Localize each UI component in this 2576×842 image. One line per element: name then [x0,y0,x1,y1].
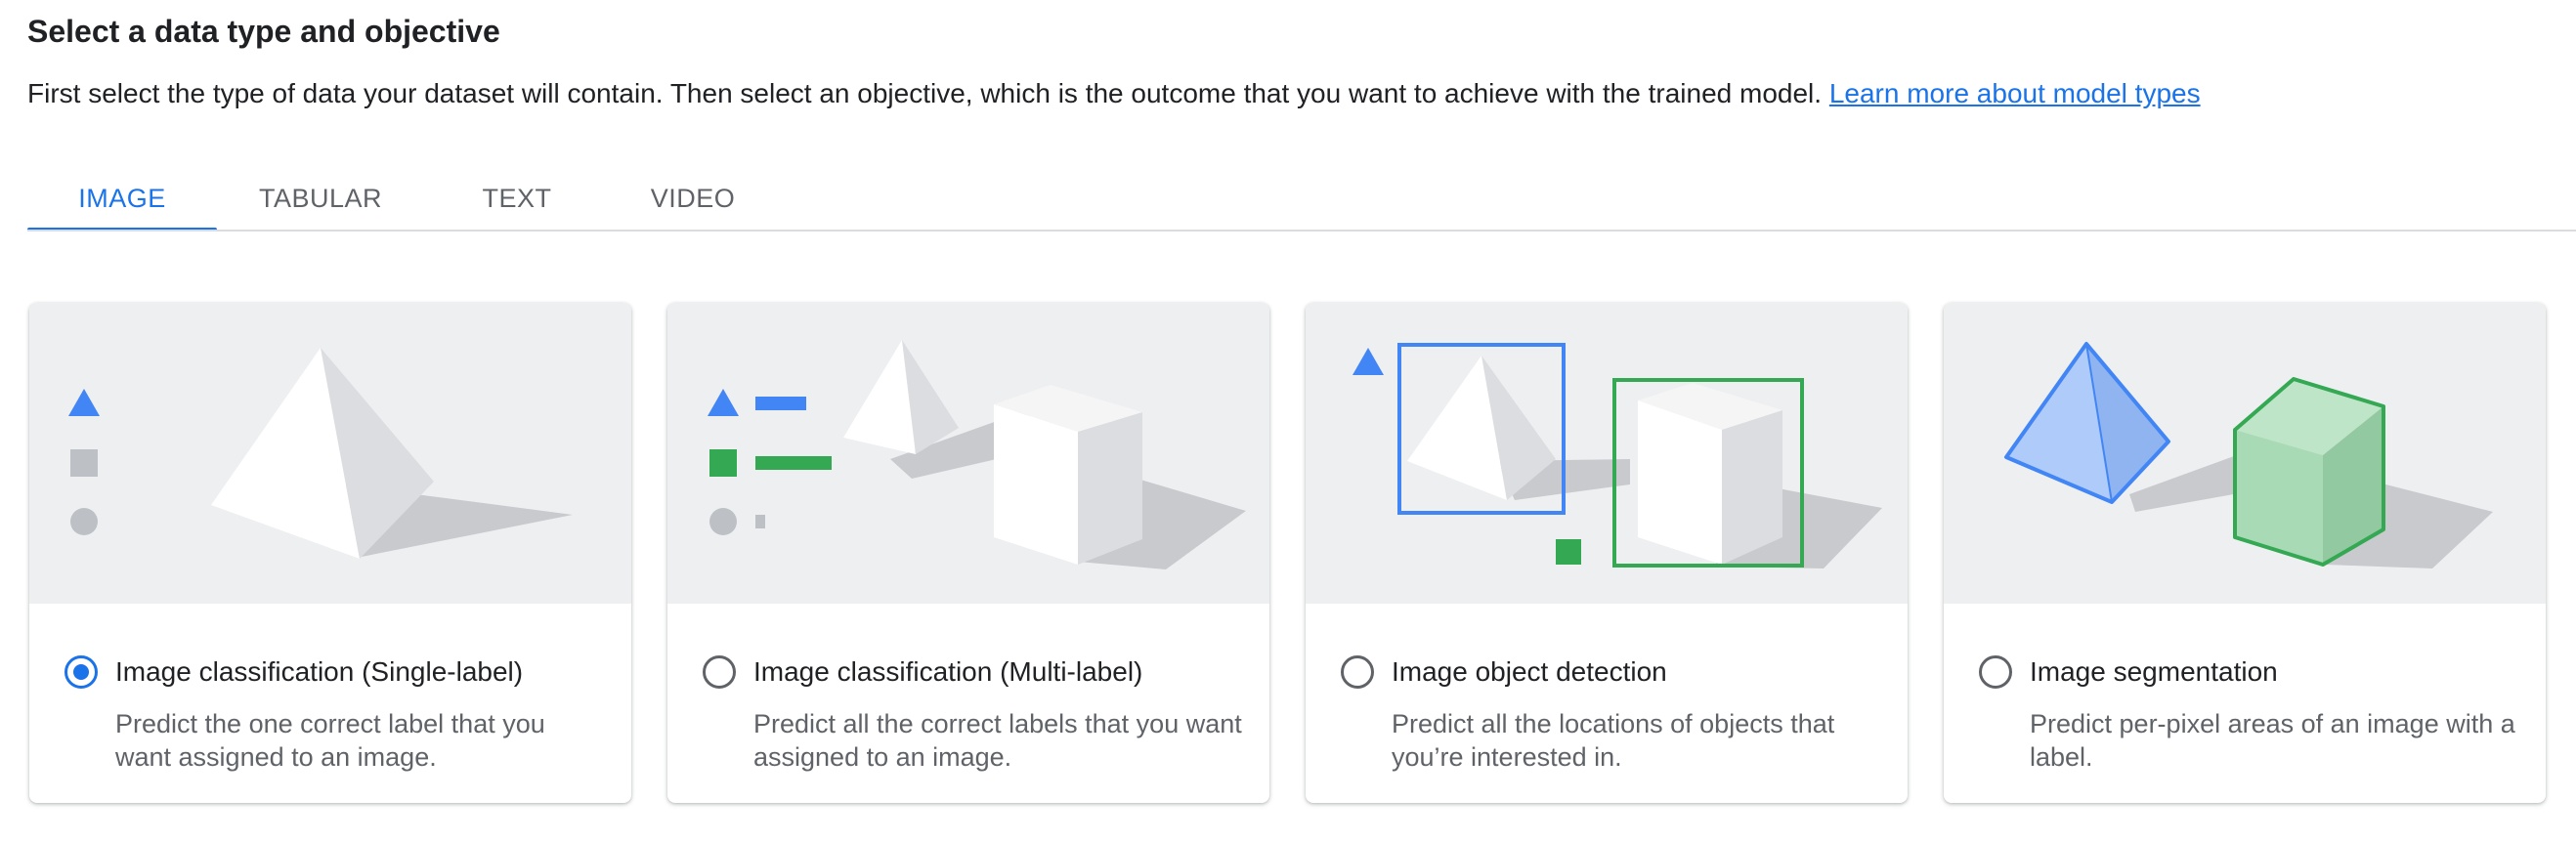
cube-side-face [1078,412,1142,565]
tab-text[interactable]: TEXT [482,183,552,213]
description-text: First select the type of data your datas… [27,78,1823,108]
multi-label-illustration [667,303,1269,604]
tab-video[interactable]: VIDEO [650,183,736,213]
pyramid-front-face [843,340,916,454]
segmentation-illustration [1944,303,2546,604]
pyramid-front-face [1407,356,1507,500]
cube-front-face [994,404,1078,565]
green-bounding-box [1612,378,1804,568]
square-label-icon [70,449,98,477]
triangle-label-icon [1352,348,1384,375]
triangle-label-icon [68,389,100,416]
card-image-classification-multi[interactable]: Image classification (Multi-label) Predi… [667,303,1269,803]
card-image-classification-single[interactable]: Image classification (Single-label) Pred… [29,303,631,803]
page-description: First select the type of data your datas… [27,78,2201,109]
green-label-square [1556,539,1581,565]
cube-green-side-face [2323,406,2383,565]
card-title: Image classification (Single-label) [115,656,524,687]
radio-button[interactable] [1979,655,2012,689]
gray-label-bar [755,515,765,528]
cube-top-face [1638,383,1782,430]
green-square-label-icon [709,449,737,477]
cube-top-face [994,385,1142,432]
single-label-illustration [29,303,631,604]
cube-green-front-face [2235,430,2323,565]
pyramid-edge [2085,343,2113,503]
cube-side-face [1722,410,1782,565]
cube-green-outline [2233,377,2385,567]
card-title: Image object detection [1392,656,1667,687]
data-type-tabs: IMAGE TABULAR TEXT VIDEO [27,166,2576,232]
radio-button[interactable] [1341,655,1374,689]
pyramid-shadow [2129,449,2266,512]
blue-label-bar [755,397,806,410]
tab-tabular[interactable]: TABULAR [258,183,383,213]
learn-more-link[interactable]: Learn more about model types [1828,78,2201,108]
card-image-segmentation[interactable]: Image segmentation Predict per-pixel are… [1944,303,2546,803]
pyramid-front-face [211,348,360,559]
radio-button[interactable] [703,655,736,689]
card-description: Predict all the locations of objects tha… [1392,709,1835,772]
radio-button-selected[interactable] [64,655,98,689]
triangle-label-icon [708,389,739,416]
card-description: Predict per-pixel areas of an image with… [2030,709,2515,772]
pyramid-side-face [321,348,434,559]
card-description: Predict all the correct labels that you … [753,709,1242,772]
green-label-bar [755,456,832,470]
pyramid-side-face [902,340,959,454]
object-detection-illustration [1306,303,1908,604]
page-title: Select a data type and objective [27,14,500,49]
card-image-object-detection[interactable]: Image object detection Predict all the l… [1306,303,1908,803]
card-title: Image classification (Multi-label) [753,656,1143,687]
card-description: Predict the one correct label that you w… [115,709,545,772]
cube-front-face [1638,400,1722,565]
circle-label-icon [709,508,737,535]
pyramid-blue-front-face [2006,344,2112,502]
pyramid-side-face [1481,356,1556,500]
circle-label-icon [70,508,98,535]
tab-image[interactable]: IMAGE [27,166,217,232]
blue-bounding-box [1397,343,1566,515]
card-title: Image segmentation [2030,656,2278,687]
tabs-divider [27,230,2576,232]
